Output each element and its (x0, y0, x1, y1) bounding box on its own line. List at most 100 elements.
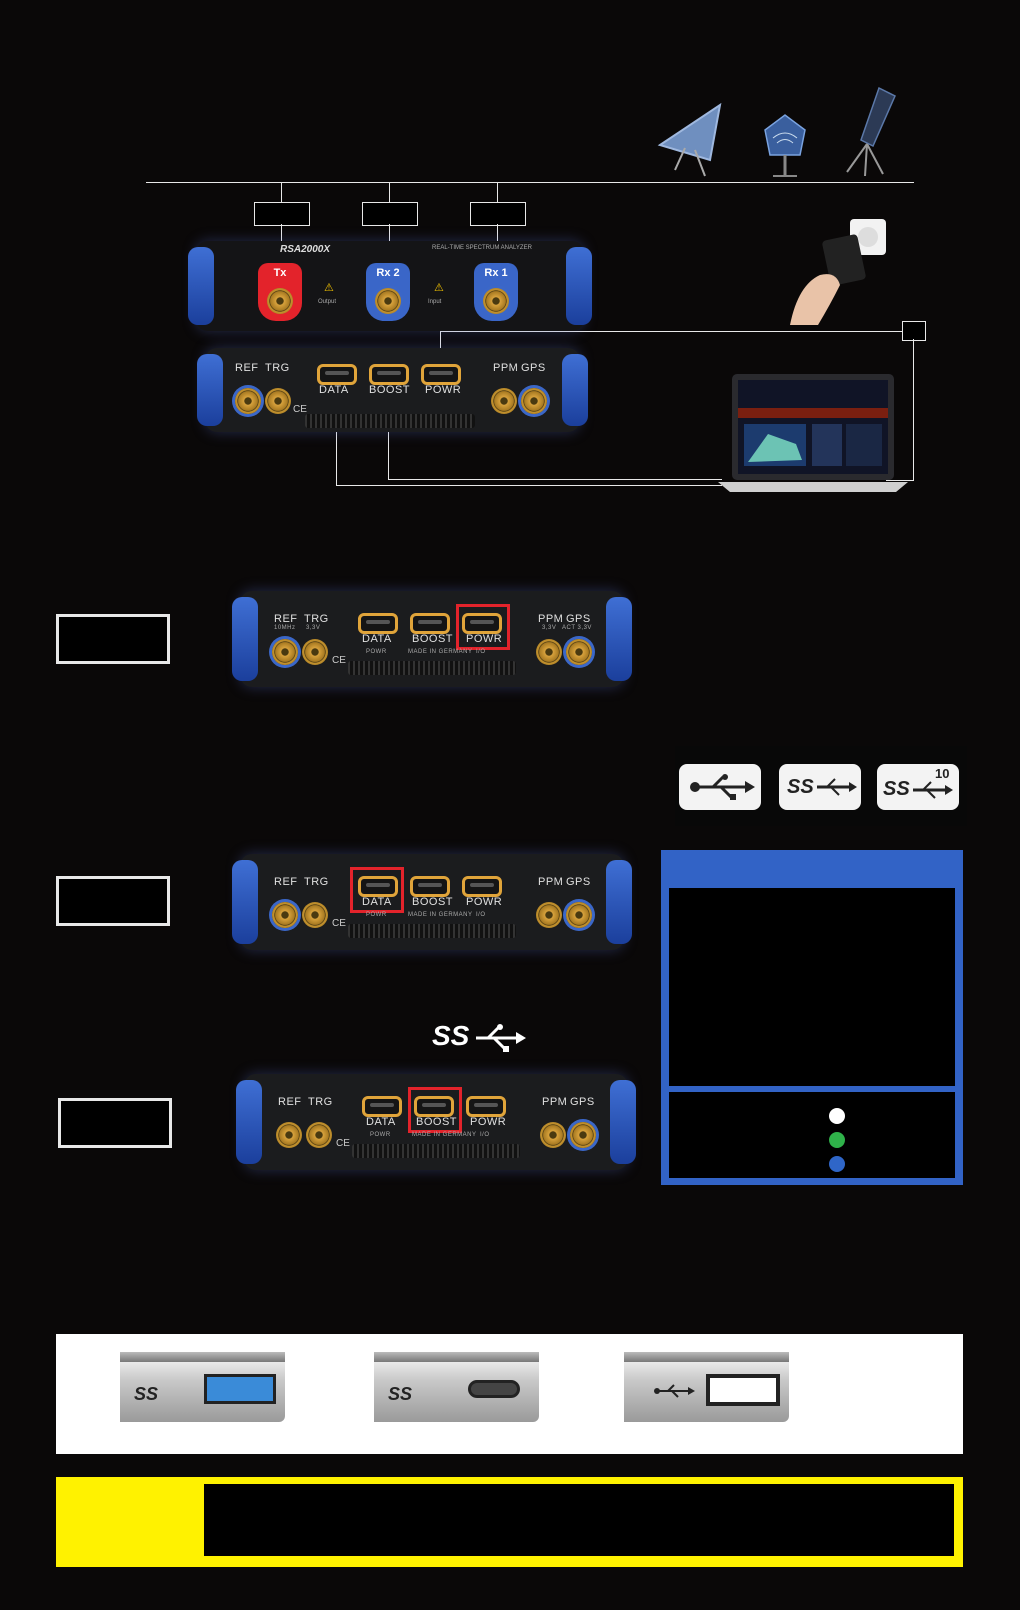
led-legend-panel (661, 850, 963, 1185)
warning-banner (56, 1477, 963, 1567)
data-usb-port[interactable] (358, 876, 398, 897)
warning-text-area (204, 1484, 954, 1556)
powr-usb-port[interactable] (462, 613, 502, 634)
host-ports-band: SS SS (56, 1334, 963, 1454)
boost-sub: MADE IN GERMANY (408, 912, 473, 918)
powr-usb-port[interactable] (466, 1096, 506, 1117)
data-wire-h (336, 485, 722, 486)
warning-icon-1: ⚠ (324, 282, 334, 294)
vent-grille (305, 414, 475, 428)
boost-usb-port[interactable] (369, 364, 409, 385)
ref-label: REF (235, 362, 259, 374)
trg-label: TRG (304, 613, 329, 625)
legend-led-area (669, 1092, 955, 1178)
laptop-edge-usbc (374, 1352, 539, 1422)
ref-sub: 10MHz (274, 625, 296, 631)
boost-sub: MADE IN GERMANY (408, 649, 473, 655)
device-back-panel-top: REF TRG DATA BOOST POWR PPM GPS CE (197, 348, 588, 432)
gps-connector[interactable] (521, 388, 547, 414)
device-model: RSA2000X (280, 244, 331, 255)
rx1-label: Rx 1 (484, 267, 508, 279)
powr-usb-port[interactable] (462, 876, 502, 897)
usb-a3-port-icon[interactable] (204, 1374, 276, 1404)
device-back-panel-row3: REF TRG DATA BOOST POWR POWR MADE IN GER… (236, 1074, 636, 1170)
ppm-connector[interactable] (536, 639, 562, 665)
powr-label: POWR (470, 1116, 507, 1128)
ss10-sup: 10 (935, 766, 950, 781)
ref-connector[interactable] (272, 902, 298, 928)
usb-superspeed-10-logo: SS 10 (877, 764, 959, 810)
ref-connector[interactable] (276, 1122, 302, 1148)
powr-sub: I/O (476, 649, 486, 655)
gps-connector[interactable] (566, 902, 592, 928)
ppm-connector[interactable] (536, 902, 562, 928)
ppm-label: PPM (542, 1096, 568, 1108)
data-label: DATA (362, 633, 392, 645)
powr-sub: I/O (476, 912, 486, 918)
ppm-connector[interactable] (540, 1122, 566, 1148)
trg-connector[interactable] (265, 388, 291, 414)
powr-usb-port[interactable] (421, 364, 461, 385)
rx1-connector[interactable] (483, 288, 509, 314)
boost-label: BOOST (416, 1116, 458, 1128)
ref-connector[interactable] (235, 388, 261, 414)
vent-grille (352, 1144, 520, 1158)
trg-connector[interactable] (306, 1122, 332, 1148)
rx2-connector[interactable] (375, 288, 401, 314)
power-wire-h (440, 331, 902, 332)
powr-label: POWR (466, 896, 503, 908)
data-usb-port[interactable] (362, 1096, 402, 1117)
rx2-label: Rx 2 (376, 267, 400, 279)
trg-label: TRG (308, 1096, 333, 1108)
boost-highlight (408, 1087, 462, 1133)
usb-c-port-icon[interactable] (468, 1380, 520, 1398)
band-ss-logo-2: SS (388, 1384, 413, 1404)
boost-usb-port[interactable] (410, 613, 450, 634)
antenna-icon (657, 102, 722, 177)
ss-text: SS (787, 776, 814, 798)
top-bus-line (146, 182, 914, 183)
ref-label: REF (274, 876, 298, 888)
gps-label: GPS (566, 613, 591, 625)
ppm-connector[interactable] (491, 388, 517, 414)
gps-label: GPS (566, 876, 591, 888)
tab-line-3 (497, 224, 498, 244)
ppm-sub: 3,3V (542, 625, 557, 631)
tab-line-2 (389, 224, 390, 244)
tx-connector[interactable] (267, 288, 293, 314)
powr-highlight (456, 604, 510, 650)
band-ss-logo-1: SS (134, 1384, 159, 1404)
boost-usb-port[interactable] (414, 1096, 454, 1117)
band-usb-logo-3 (654, 1384, 695, 1398)
led-green-dot (829, 1132, 845, 1148)
trg-label: TRG (265, 362, 290, 374)
data-usb-port[interactable] (317, 364, 357, 385)
data-label: DATA (362, 896, 392, 908)
laptop-icon (718, 374, 908, 492)
ss-logo-text: SS (432, 1020, 470, 1051)
ref-connector[interactable] (272, 639, 298, 665)
ppm-label: PPM (538, 876, 564, 888)
trg-connector[interactable] (302, 902, 328, 928)
powr-label: POWR (425, 384, 462, 396)
boost-label: BOOST (412, 633, 454, 645)
usb-2-logo (679, 764, 761, 810)
gps-connector[interactable] (566, 639, 592, 665)
data-usb-port[interactable] (358, 613, 398, 634)
gps-label: GPS (521, 362, 546, 374)
device-subtitle: REAL-TIME SPECTRUM ANALYZER (432, 245, 532, 251)
device-back-panel-row1: REF 10MHz TRG 3,3V DATA BOOST POWR POWR … (232, 591, 632, 687)
usb-a2-port-icon[interactable] (706, 1374, 780, 1406)
boost-sub: MADE IN GERMANY (412, 1132, 477, 1138)
cable-label-rx1 (470, 202, 526, 226)
powr-label: POWR (466, 633, 503, 645)
drop-line-1 (281, 182, 282, 202)
data-sub: POWR (366, 649, 387, 655)
trg-connector[interactable] (302, 639, 328, 665)
ref-label: REF (274, 613, 298, 625)
boost-usb-port[interactable] (410, 876, 450, 897)
ce-mark: CE (332, 655, 346, 666)
ref-label: REF (278, 1096, 302, 1108)
gps-connector[interactable] (570, 1122, 596, 1148)
rx-input-note: Input (428, 299, 442, 305)
